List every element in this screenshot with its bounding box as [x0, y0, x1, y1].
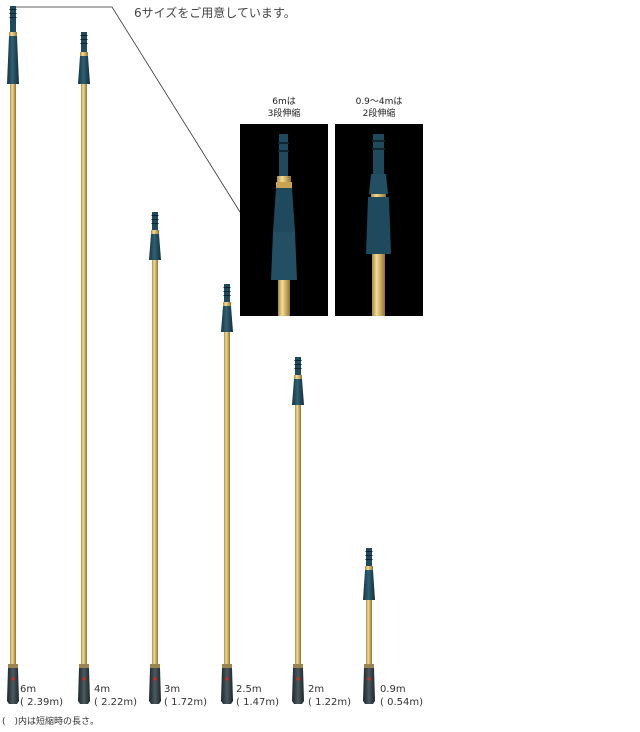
pole-length: 6m	[20, 684, 37, 695]
pole-length: 2m	[308, 684, 325, 695]
pole-grip	[78, 56, 90, 84]
pole-collapsed-length: ( 2.39m)	[20, 697, 63, 708]
pole-length: 4m	[94, 684, 111, 695]
pole-tip	[366, 548, 372, 566]
size-label-3m: 3m ( 1.72m)	[164, 683, 207, 709]
pole-handle-dot	[11, 677, 15, 681]
pole-length: 2.5m	[236, 684, 262, 695]
size-label-2.5m: 2.5m ( 1.47m)	[236, 683, 279, 709]
pole-tip	[10, 6, 16, 32]
pole-tip	[224, 284, 230, 302]
pole-shaft	[152, 260, 158, 664]
pole-0.9m	[363, 548, 375, 704]
pole-handle	[363, 668, 375, 704]
size-label-0.9m: 0.9m ( 0.54m)	[380, 683, 423, 709]
detail-image-3-stage	[240, 124, 328, 316]
pole-shaft	[224, 332, 230, 664]
pole-handle-dot	[153, 677, 157, 681]
pole-handle-dot	[225, 677, 229, 681]
pole-handle	[78, 668, 90, 704]
detail-caption-line2: 2段伸縮	[362, 109, 396, 119]
pole-handle-dot	[82, 677, 86, 681]
pole-ring	[80, 52, 88, 56]
pole-tip	[295, 357, 301, 375]
pole-handle	[7, 668, 19, 704]
detail-caption-0.9-4m: 0.9～4mは 2段伸縮	[335, 96, 423, 120]
footnote: ( )内は短縮時の長さ。	[2, 717, 100, 727]
detail-image-2-stage	[335, 124, 423, 316]
pole-tip	[81, 32, 87, 52]
pole-collapsed-length: ( 1.72m)	[164, 697, 207, 708]
pole-grip	[7, 36, 19, 84]
detail-caption-6m: 6mは 3段伸縮	[240, 96, 328, 120]
pole-collapsed-length: ( 0.54m)	[380, 697, 423, 708]
size-label-6m: 6m ( 2.39m)	[20, 683, 63, 709]
pole-shaft	[81, 84, 87, 664]
pole-grip	[221, 306, 233, 332]
pole-collapsed-length: ( 2.22m)	[94, 697, 137, 708]
pole-shaft	[10, 84, 16, 664]
pole-6m	[7, 6, 19, 704]
pole-length: 0.9m	[380, 684, 406, 695]
detail-caption-line2: 3段伸縮	[267, 109, 301, 119]
pole-length: 3m	[164, 684, 181, 695]
headline: 6サイズをご用意しています。	[134, 6, 296, 20]
size-label-2m: 2m ( 1.22m)	[308, 683, 351, 709]
pole-ring	[365, 566, 373, 570]
pole-3m	[149, 212, 161, 704]
detail-caption-line1: 6mは	[272, 97, 296, 107]
pole-collapsed-length: ( 1.47m)	[236, 697, 279, 708]
pole-ring	[151, 230, 159, 234]
pole-2m	[292, 357, 304, 704]
detail-caption-line1: 0.9～4mは	[355, 97, 403, 107]
pole-tip	[152, 212, 158, 230]
pole-handle	[149, 668, 161, 704]
pole-handle-dot	[296, 677, 300, 681]
pole-grip	[149, 234, 161, 260]
pole-shaft	[366, 600, 372, 664]
pole-ring	[294, 375, 302, 379]
pole-ring	[223, 302, 231, 306]
pole-handle	[221, 668, 233, 704]
pole-shaft	[295, 405, 301, 664]
pole-grip	[363, 570, 375, 600]
pole-ring	[9, 32, 17, 36]
pole-handle-dot	[367, 677, 371, 681]
pole-collapsed-length: ( 1.22m)	[308, 697, 351, 708]
pole-4m	[78, 32, 90, 704]
pole-2.5m	[221, 284, 233, 704]
pole-handle	[292, 668, 304, 704]
size-label-4m: 4m ( 2.22m)	[94, 683, 137, 709]
leader-line	[14, 6, 241, 213]
pole-grip	[292, 379, 304, 405]
